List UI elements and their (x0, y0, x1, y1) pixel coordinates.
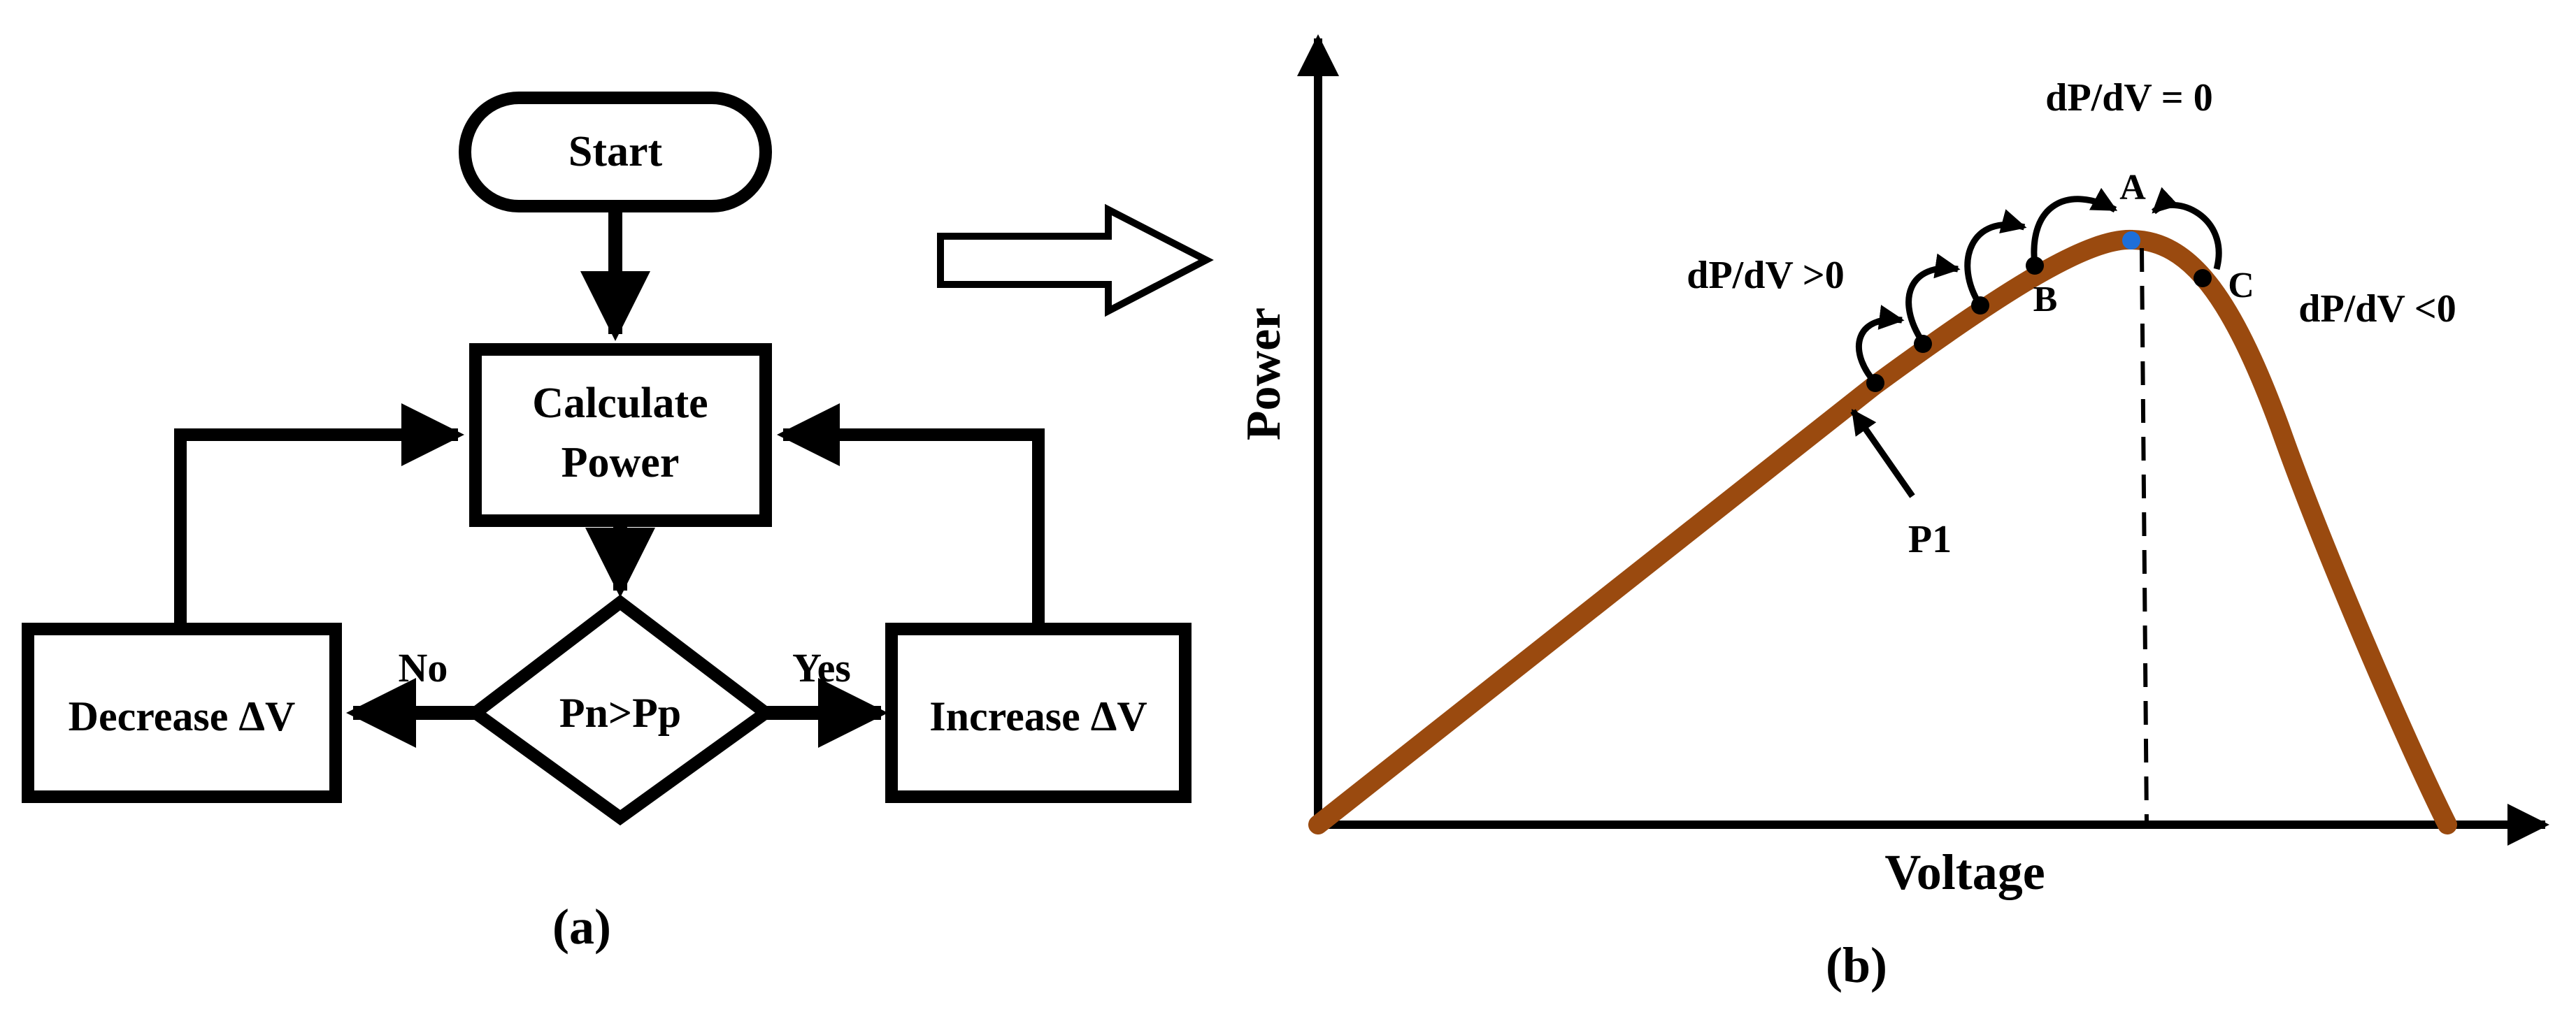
curve-point-c (2194, 269, 2212, 287)
curve-point-2 (1914, 335, 1932, 353)
y-axis-label: Power (1237, 308, 1291, 440)
hop-arrow-1 (1855, 305, 1905, 385)
hop-arrow-back (2151, 187, 2222, 270)
point-a-label: A (2119, 168, 2146, 208)
calculate-power-box (469, 343, 772, 527)
hop-arrow-2 (1905, 253, 1961, 345)
yes-label: Yes (792, 645, 851, 691)
mpp-dashed-line (2140, 247, 2149, 825)
decision-label: Pn>Pp (559, 690, 681, 736)
feedback-right (777, 403, 1045, 629)
no-label: No (399, 645, 448, 691)
point-p1-label: P1 (1908, 518, 1952, 561)
calculate-label-line2: Power (561, 439, 680, 486)
point-b-label: B (2033, 280, 2058, 319)
slope-negative-label: dP/dV <0 (2298, 287, 2456, 331)
hop-arrow-3 (1964, 209, 2027, 308)
caption-b: (b) (1826, 937, 1887, 993)
increase-box (885, 623, 1192, 803)
slope-positive-label: dP/dV >0 (1687, 254, 1844, 297)
curve-point-b (2026, 256, 2044, 275)
point-c-label: C (2228, 266, 2254, 305)
start-label: Start (568, 128, 663, 175)
caption-a: (a) (552, 899, 611, 955)
p1-indicator-arrow (1850, 409, 1915, 498)
x-axis-label: Voltage (1884, 844, 2045, 900)
hop-arrow-4 (2031, 187, 2118, 266)
curve-point-a (2122, 231, 2140, 250)
curve-point-3 (1971, 296, 1989, 315)
curve-point-p1 (1866, 374, 1884, 392)
increase-label: Increase ΔV (929, 693, 1147, 739)
panel-transition-arrow (937, 203, 1214, 317)
slope-zero-label: dP/dV = 0 (2045, 76, 2212, 120)
calculate-label-line1: Calculate (532, 380, 708, 427)
flowchart: Start Calculate Power Pn>Pp No Yes Decre… (22, 92, 1192, 955)
decrease-label: Decrease ΔV (69, 693, 296, 739)
power-curve (1308, 229, 2457, 834)
pv-curve-plot: Power Voltage A B C P1 dP/dV = 0 dP/dV >… (1237, 34, 2549, 993)
decision-diamond (464, 594, 777, 826)
feedback-left (174, 403, 464, 629)
